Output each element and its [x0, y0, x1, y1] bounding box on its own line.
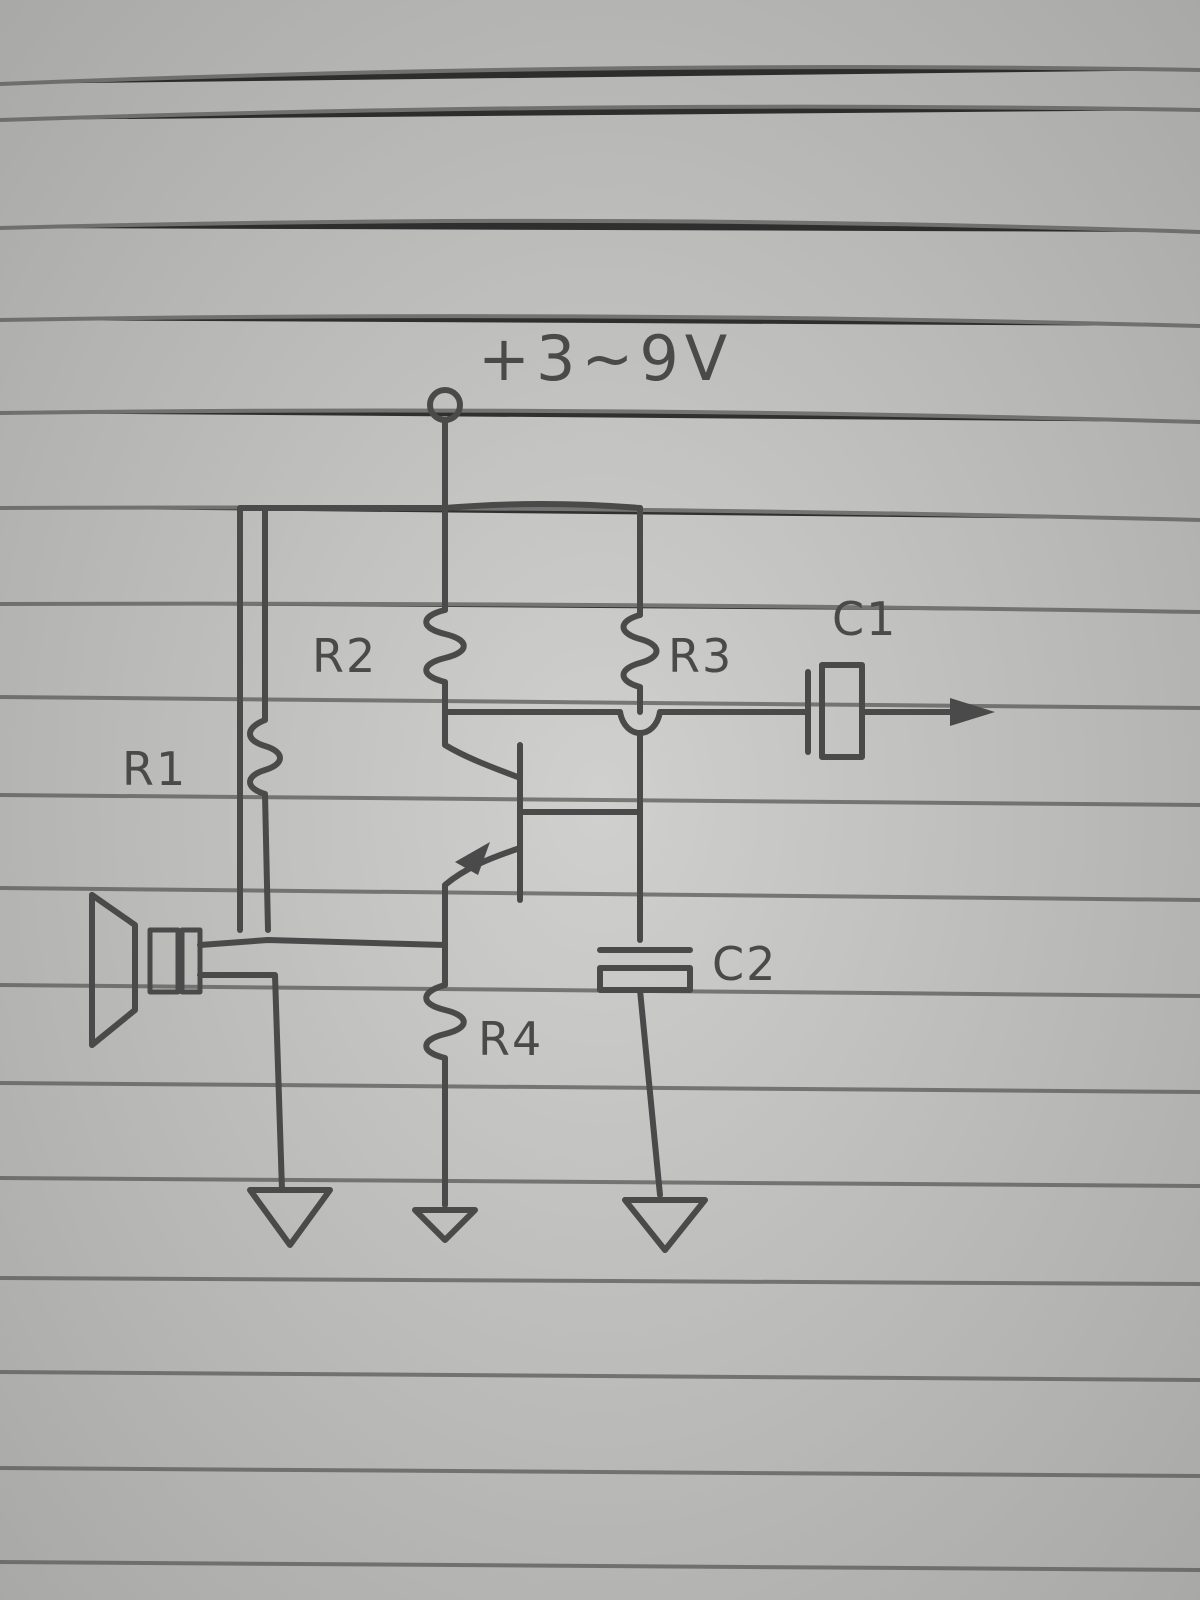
- c2-ground-wire: [637, 987, 663, 1198]
- output-arrow-icon: [950, 698, 995, 726]
- r3-label: R3: [668, 629, 733, 683]
- c1-label: C1: [832, 592, 897, 646]
- r4-resistor: [423, 982, 467, 1208]
- speaker-cone-icon: [89, 892, 138, 1048]
- c2-plate-bottom: [597, 965, 693, 993]
- r3-resistor: [620, 612, 660, 715]
- circuit-schematic: +3~9V R1 R2 C1 R3: [89, 322, 995, 1253]
- emitter-arrow-icon: [455, 842, 490, 875]
- r4-label: R4: [478, 1012, 543, 1066]
- r2-label: R2: [312, 629, 377, 683]
- speaker-magnet: [147, 927, 181, 995]
- c2-label: C2: [712, 937, 777, 991]
- top-rail: [237, 501, 643, 511]
- supply-label: +3~9V: [478, 322, 733, 395]
- mic-ground-wire: [197, 972, 285, 1193]
- input-wire: [197, 937, 448, 948]
- ground-icon: [412, 1207, 478, 1243]
- r1-label: R1: [122, 742, 187, 796]
- ground-icon: [247, 1187, 333, 1248]
- transistor-collector: [442, 709, 523, 781]
- ground-icon: [622, 1197, 708, 1253]
- r2-resistor: [423, 607, 467, 715]
- r1-resistor: [247, 717, 283, 933]
- speaker-coil: [179, 927, 203, 995]
